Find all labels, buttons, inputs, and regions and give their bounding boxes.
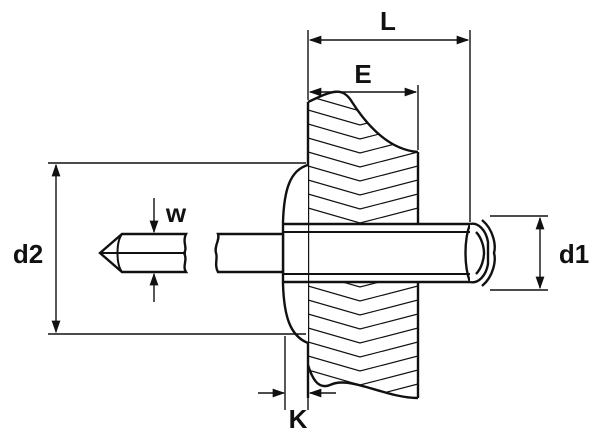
label-L: L (380, 6, 396, 36)
mandrel-stem (214, 232, 285, 274)
dimension-d2 (48, 162, 306, 335)
label-K: K (289, 404, 308, 434)
dimension-K (258, 336, 336, 410)
rivet-head (281, 163, 309, 345)
label-d1: d1 (559, 239, 589, 269)
dimension-L (307, 30, 471, 222)
workpiece-hatch-upper (308, 95, 418, 224)
rivet-shank (283, 222, 472, 284)
workpiece-hatch-lower (308, 282, 418, 398)
label-w: w (165, 198, 187, 228)
dimension-d1 (490, 215, 548, 291)
label-d2: d2 (13, 239, 43, 269)
mandrel-core (283, 231, 470, 275)
dimension-E (308, 85, 419, 150)
mandrel-tip (98, 232, 189, 274)
label-E: E (354, 59, 371, 89)
mandrel-head (469, 219, 496, 287)
